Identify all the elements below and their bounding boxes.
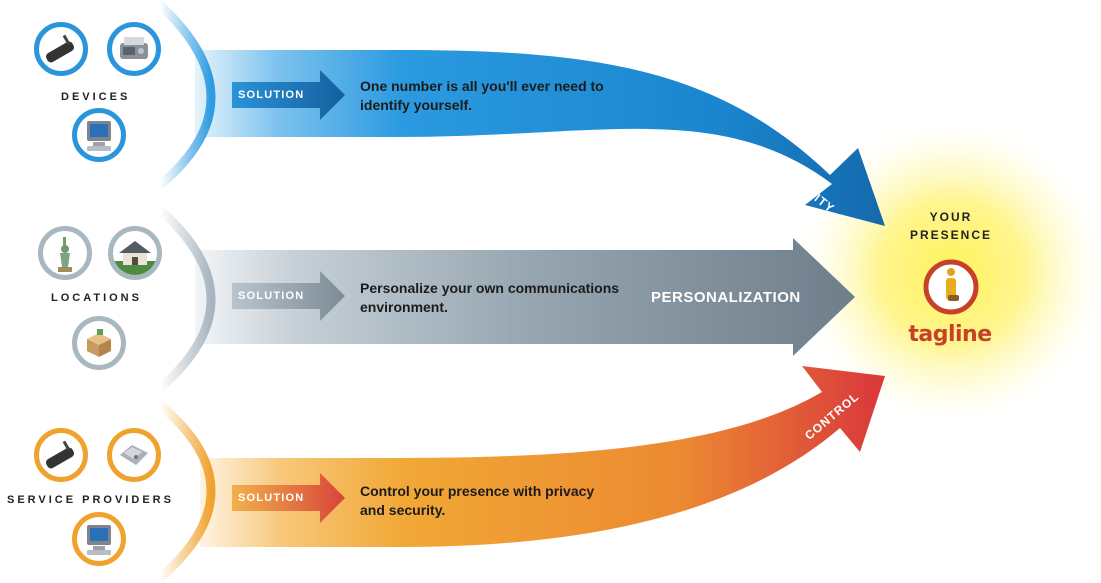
desktop-computer-icon	[72, 512, 126, 566]
your-presence-heading: YOUR PRESENCE	[905, 208, 997, 244]
desktop-computer-icon	[72, 108, 126, 162]
phone-icon	[107, 428, 161, 482]
locations-arc	[155, 205, 216, 393]
group-label-devices: DEVICES	[61, 91, 131, 103]
solution-arrow-1	[232, 70, 345, 120]
personalization-band-label: PERSONALIZATION	[651, 289, 801, 306]
personalization-message: Personalize your own communications envi…	[360, 280, 620, 315]
identity-message: One number is all you'll ever need to id…	[360, 78, 604, 113]
group-label-service-providers: SERVICE PROVIDERS	[7, 494, 174, 506]
service-providers-arc	[155, 400, 216, 583]
control-band	[200, 366, 885, 547]
cell-phone-icon	[34, 22, 88, 76]
package-box-icon	[72, 316, 126, 370]
presence-line-1: YOUR	[929, 210, 973, 224]
presence-line-2: PRESENCE	[909, 228, 993, 242]
statue-of-liberty-icon	[38, 226, 92, 280]
personalization-band	[195, 238, 855, 356]
house-icon	[108, 226, 162, 280]
cell-phone-icon	[34, 428, 88, 482]
solution-label-3: SOLUTION	[238, 492, 305, 504]
solution-arrow-2	[232, 271, 345, 321]
tagline-logo-icon	[923, 259, 979, 315]
devices-arc	[155, 0, 216, 190]
solution-label-2: SOLUTION	[238, 290, 305, 302]
control-message: Control your presence with privacy and s…	[360, 483, 595, 518]
fax-machine-icon	[107, 22, 161, 76]
group-label-locations: LOCATIONS	[51, 292, 142, 304]
solution-label-1: SOLUTION	[238, 89, 305, 101]
tagline-brand: tagline	[908, 322, 992, 347]
identity-band	[195, 50, 885, 226]
solution-arrow-3	[232, 473, 345, 523]
